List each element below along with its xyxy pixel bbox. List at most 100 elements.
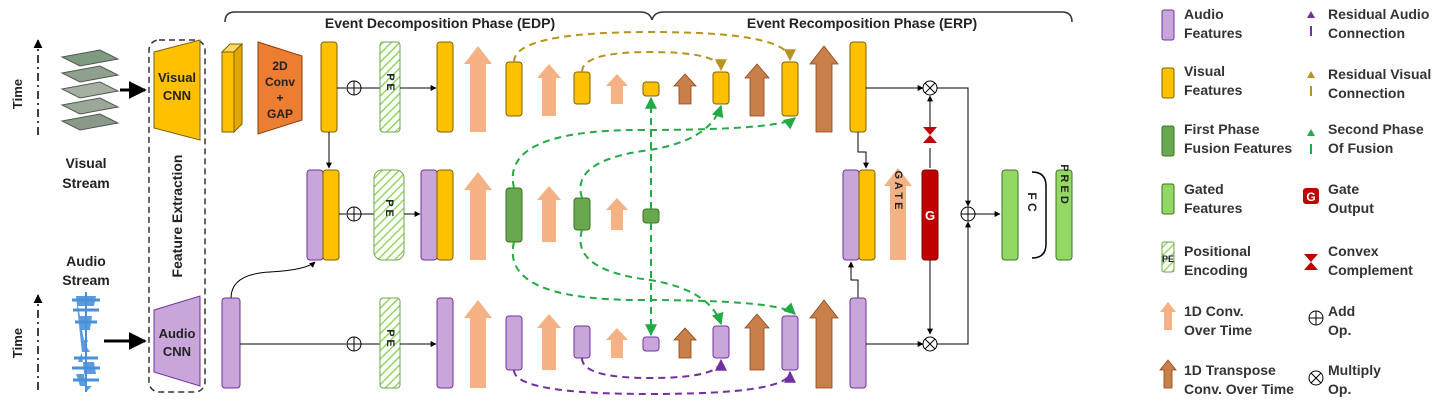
edp-title: Event Decomposition Phase (EDP): [325, 15, 555, 31]
visual-stream-label: Visual Stream: [62, 155, 109, 191]
svg-text:Audio: Audio: [66, 253, 106, 269]
visual-feature-bar: [781, 61, 799, 117]
conv-arrow: [537, 64, 561, 116]
audio-feature-bar: [781, 315, 799, 371]
visual-feature-bar: [642, 81, 660, 97]
residual-visual-connection: [513, 30, 796, 63]
legend-conv-arrow: [1160, 302, 1176, 330]
legend-conv-time: 1D Conv.Over Time: [1184, 303, 1253, 338]
svg-text:G: G: [1306, 190, 1315, 204]
legend-fusion-swatch: [1161, 125, 1175, 157]
transpose-arrow: [809, 45, 839, 133]
gate-conv-arrow: [884, 168, 912, 260]
gate-symbol: G: [925, 208, 935, 223]
legend-residual-audio-icon: [1307, 11, 1315, 18]
conv-arrow: [606, 74, 628, 104]
audio-feature-bar: [420, 169, 438, 261]
conv-arrow: [464, 46, 492, 132]
legend-pe-swatch: [1161, 241, 1175, 273]
svg-text:2D: 2D: [272, 59, 288, 73]
legend-audio-swatch: [1161, 9, 1175, 41]
visual-feature-bar: [573, 71, 591, 105]
svg-text:Stream: Stream: [62, 272, 109, 288]
conv-arrow: [464, 172, 492, 260]
pe-block-bottom: [379, 297, 401, 389]
time-label-visual: Time: [10, 79, 25, 109]
svg-text:Audio: Audio: [159, 326, 196, 341]
add-op-middle: [346, 206, 362, 222]
visual-feature-bar: [849, 41, 867, 133]
transpose-arrow: [744, 63, 770, 117]
svg-text:Visual: Visual: [158, 70, 196, 85]
conv-arrow: [606, 328, 628, 358]
time-label-audio: Time: [10, 328, 25, 358]
svg-text:GAP: GAP: [267, 107, 293, 121]
audio-feature-bar: [436, 297, 454, 389]
legend-convex-icon: [1304, 254, 1318, 270]
conv-arrow: [537, 186, 561, 242]
audio-feature-bar: [505, 315, 523, 371]
svg-text:CNN: CNN: [163, 344, 191, 359]
residual-audio-connection: [513, 369, 796, 396]
gated-feature-bar: [1001, 169, 1019, 261]
svg-text:PE: PE: [1162, 254, 1174, 264]
pe-block-middle: [373, 169, 405, 261]
visual-cnn-block: [153, 39, 201, 141]
audio-feature-bar: [642, 336, 660, 352]
visual-feature-bar: [712, 71, 730, 105]
legend-second-phase-icon: [1307, 129, 1315, 136]
add-op-top: [346, 80, 362, 96]
transpose-arrow: [809, 299, 839, 389]
audio-feature-bar: [573, 325, 591, 359]
legend-multiply-icon: [1308, 370, 1324, 386]
gate-label: G A T E: [892, 171, 904, 210]
fc-bracket: [1031, 171, 1047, 259]
legend-gate-icon: [1303, 188, 1319, 204]
residual-audio-connection: [581, 357, 727, 380]
svg-text:Stream: Stream: [62, 175, 109, 191]
visual-feature-bar: [436, 169, 454, 261]
second-phase-fusion: [511, 241, 796, 315]
conv-arrow: [537, 314, 561, 370]
convex-complement-symbol: [923, 127, 937, 143]
legend-gated-swatch: [1161, 183, 1175, 215]
svg-text:P E: P E: [384, 329, 396, 347]
add-op-bottom: [346, 336, 362, 352]
transpose-arrow: [673, 73, 697, 105]
second-phase-fusion: [579, 229, 724, 326]
audio-feature-bar: [849, 297, 867, 389]
add-op-final: [960, 206, 976, 222]
erp-title: Event Recomposition Phase (ERP): [747, 15, 977, 31]
video-frames-image: [60, 49, 120, 131]
legend-transpose-arrow: [1159, 359, 1177, 389]
audio-stream-label: Audio Stream: [62, 253, 109, 288]
residual-visual-connection: [581, 50, 727, 73]
audio-feature-bar: [221, 297, 241, 389]
conv-gap-block: [257, 41, 303, 135]
audio-feature-bar: [306, 169, 324, 261]
visual-feature-bar: [858, 169, 876, 261]
visual-feature-bar: [322, 169, 340, 261]
multiply-op-top: [922, 80, 938, 96]
svg-text:P E: P E: [383, 199, 395, 217]
audio-feature-bar: [712, 325, 730, 359]
legend-residual-visual-icon: [1307, 71, 1315, 78]
pred-label: P R E D: [1058, 164, 1070, 204]
prediction-bar: [1055, 169, 1073, 261]
svg-text:Conv: Conv: [265, 75, 295, 89]
multiply-op-bottom: [922, 336, 938, 352]
audio-feature-bar: [842, 169, 860, 261]
fc-label: F C: [1025, 192, 1039, 212]
phase-brace-edp: [224, 11, 1073, 23]
audio-waveform-image: [72, 292, 100, 392]
